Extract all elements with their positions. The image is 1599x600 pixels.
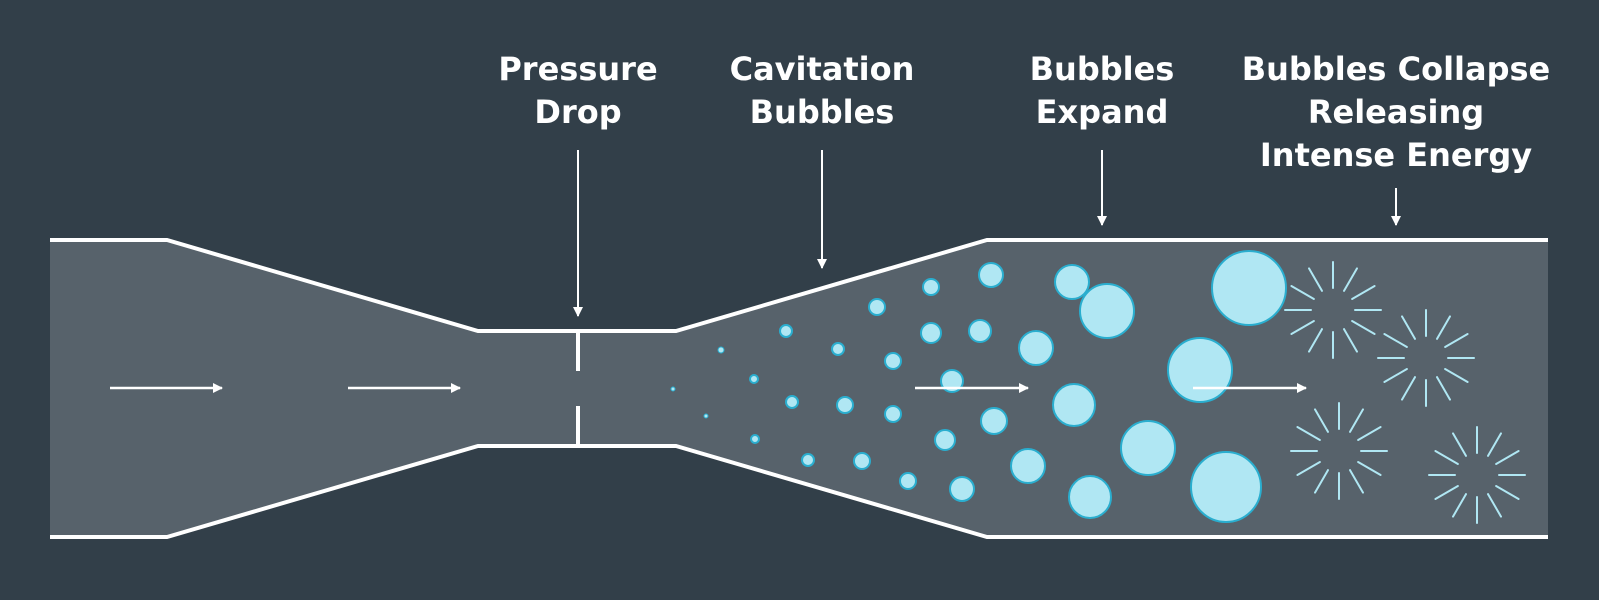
label-line: Pressure — [498, 50, 658, 88]
bubble-icon — [884, 405, 902, 423]
burst-ray — [1495, 485, 1520, 500]
burst-ray — [1436, 376, 1451, 401]
burst-ray — [1434, 485, 1459, 500]
burst-ray — [1314, 469, 1329, 494]
burst-ray — [1308, 267, 1323, 292]
bubble-icon — [940, 369, 964, 393]
burst-icon — [1377, 309, 1475, 407]
bubble-icon — [868, 298, 886, 316]
burst-ray — [1444, 368, 1469, 383]
burst-ray — [1444, 333, 1469, 348]
bubble-icon — [750, 434, 760, 444]
burst-ray — [1314, 408, 1329, 433]
bubble-icon — [785, 395, 799, 409]
burst-ray — [1401, 315, 1416, 340]
bubble-icon — [980, 407, 1008, 435]
burst-ray — [1308, 328, 1323, 353]
burst-ray — [1487, 432, 1502, 457]
bubble-icon — [922, 278, 940, 296]
bubble-icon — [949, 476, 975, 502]
label-pressure-drop: Pressure Drop — [478, 48, 678, 134]
burst-ray — [1357, 426, 1382, 441]
burst-ray — [1296, 426, 1321, 441]
burst-ray — [1290, 285, 1315, 300]
bubble-icon — [703, 413, 709, 419]
bubble-icon — [853, 452, 871, 470]
bubble-icon — [1068, 475, 1112, 519]
bubble-icon — [968, 319, 992, 343]
bubble-icon — [1018, 330, 1054, 366]
bubble-icon — [1167, 337, 1233, 403]
burst-ray — [1349, 469, 1364, 494]
label-line: Cavitation — [729, 50, 915, 88]
burst-ray — [1290, 320, 1315, 335]
bubble-icon — [836, 396, 854, 414]
label-line: Drop — [534, 93, 622, 131]
bubble-icon — [670, 386, 676, 392]
burst-ray — [1383, 333, 1408, 348]
bubble-icon — [717, 346, 725, 354]
burst-ray — [1452, 432, 1467, 457]
burst-ray — [1343, 328, 1358, 353]
bubble-icon — [934, 429, 956, 451]
burst-ray — [1351, 320, 1376, 335]
label-cavitation-bubbles: Cavitation Bubbles — [707, 48, 937, 134]
burst-icon — [1428, 426, 1526, 524]
burst-icon — [1290, 402, 1388, 500]
burst-ray — [1349, 408, 1364, 433]
bubble-icon — [801, 453, 815, 467]
label-line: Bubbles — [749, 93, 895, 131]
bubble-icon — [831, 342, 845, 356]
burst-ray — [1452, 493, 1467, 518]
bubble-icon — [1190, 451, 1262, 523]
label-line: Intense Energy — [1259, 136, 1533, 174]
label-line: Bubbles — [1029, 50, 1175, 88]
burst-ray — [1351, 285, 1376, 300]
bubble-icon — [779, 324, 793, 338]
burst-ray — [1434, 450, 1459, 465]
burst-ray — [1296, 461, 1321, 476]
burst-ray — [1357, 461, 1382, 476]
burst-ray — [1343, 267, 1358, 292]
label-line: Bubbles Collapse — [1241, 50, 1551, 88]
bubble-icon — [749, 374, 759, 384]
burst-ray — [1401, 376, 1416, 401]
burst-ray — [1487, 493, 1502, 518]
burst-ray — [1436, 315, 1451, 340]
bubble-group — [670, 250, 1287, 523]
label-bubbles-collapse: Bubbles Collapse Releasing Intense Energ… — [1231, 48, 1561, 177]
bubble-icon — [884, 352, 902, 370]
label-line: Releasing — [1307, 93, 1485, 131]
burst-ray — [1383, 368, 1408, 383]
bubble-icon — [1211, 250, 1287, 326]
label-line: Expand — [1035, 93, 1169, 131]
bubble-icon — [1120, 420, 1176, 476]
bubble-icon — [978, 262, 1004, 288]
bubble-icon — [899, 472, 917, 490]
burst-group — [1284, 261, 1526, 524]
pipe-interior — [50, 240, 1548, 537]
bubble-icon — [1054, 264, 1090, 300]
bubble-icon — [1010, 448, 1046, 484]
bubble-icon — [1052, 383, 1096, 427]
bubble-icon — [920, 322, 942, 344]
pointer-arrows — [573, 150, 1401, 317]
burst-icon — [1284, 261, 1382, 359]
burst-ray — [1495, 450, 1520, 465]
label-bubbles-expand: Bubbles Expand — [1007, 48, 1197, 134]
bubble-icon — [1079, 283, 1135, 339]
